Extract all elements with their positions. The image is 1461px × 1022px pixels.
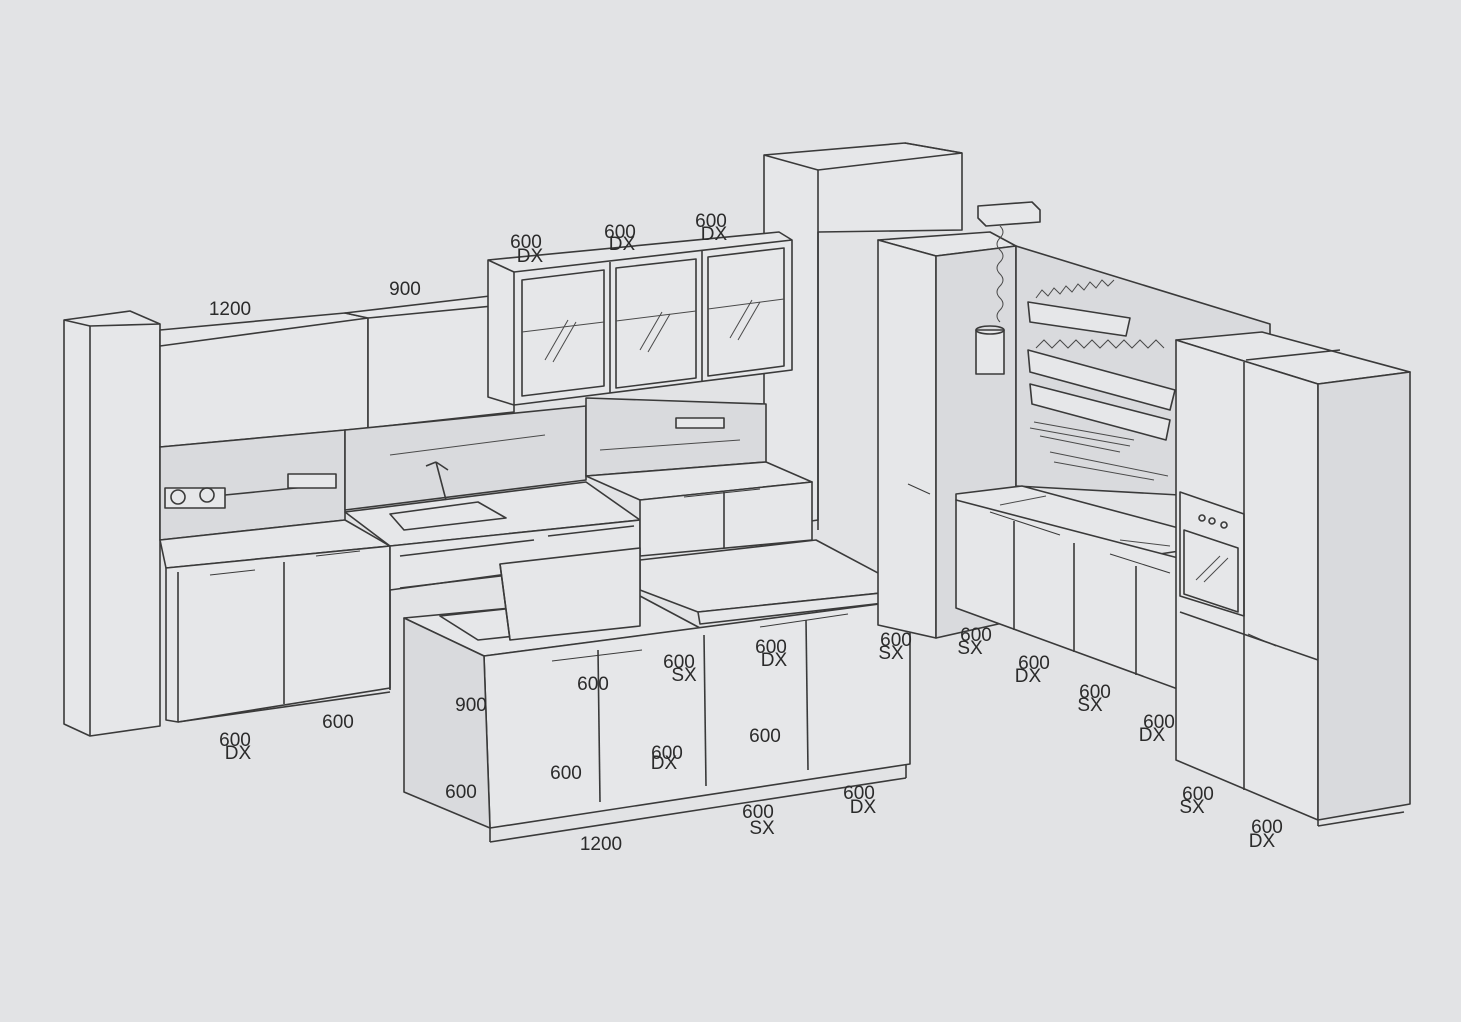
dim-island-bottom-a: 600 [742, 802, 774, 823]
dim-glass-3: 600 [695, 211, 727, 232]
side-counter [585, 461, 813, 557]
dim-right-base-b: 600 [1079, 682, 1111, 703]
dim-right-base-c-side: DX [1139, 725, 1166, 746]
dim-island-front-c: 600 [749, 726, 781, 747]
center-tall-column [763, 142, 963, 530]
dim-right-fridge-side: SX [957, 638, 983, 659]
dim-upper-1200: 1200 [209, 299, 251, 320]
dim-tall-a: 600 [1182, 784, 1214, 805]
dim-island-front-b-side: DX [651, 753, 678, 774]
left-base-cabinets [159, 519, 391, 723]
dim-base-left-a-side: DX [225, 743, 252, 764]
island [403, 539, 911, 843]
dim-island-height: 900 [455, 695, 487, 716]
dim-island-top-b-side: SX [671, 665, 697, 686]
upper-wall-cabinets [159, 295, 515, 448]
dim-island-front-a: 600 [550, 763, 582, 784]
dim-island-length: 1200 [580, 834, 622, 855]
sink-counter [344, 461, 641, 690]
dim-right-base-c: 600 [1143, 712, 1175, 733]
dim-base-left-a: 600 [219, 730, 251, 751]
dim-island-top-d-side: SX [878, 643, 904, 664]
dim-island-bottom-b-side: DX [850, 797, 877, 818]
dim-island-top-a: 600 [577, 674, 609, 695]
dim-island-side-depth: 600 [445, 782, 477, 803]
pendant-lamp [975, 201, 1041, 375]
dim-glass-1-side: DX [517, 246, 544, 267]
left-tall-cabinet [63, 310, 161, 737]
right-base-cabinets [955, 485, 1187, 693]
dim-island-top-b: 600 [663, 652, 695, 673]
dim-tall-b-side: DX [1249, 831, 1276, 852]
dim-island-bottom-a-side: SX [749, 818, 775, 839]
dim-upper-900: 900 [389, 279, 421, 300]
dim-island-bottom-b: 600 [843, 783, 875, 804]
dimension-labels: 1200 900 600 DX 600 DX 600 DX 600 DX 600… [209, 211, 1283, 855]
dim-glass-3-side: DX [701, 224, 728, 245]
dim-island-top-c: 600 [755, 637, 787, 658]
dim-island-top-d: 600 [880, 630, 912, 651]
dim-right-base-a: 600 [1018, 653, 1050, 674]
dim-right-base-a-side: DX [1015, 666, 1042, 687]
right-tall-cabinets [1175, 331, 1411, 827]
dim-tall-b: 600 [1251, 817, 1283, 838]
dim-glass-2: 600 [604, 222, 636, 243]
dim-right-base-b-side: SX [1077, 695, 1103, 716]
dim-island-front-b: 600 [651, 743, 683, 764]
dim-tall-a-side: SX [1179, 797, 1205, 818]
dim-glass-2-side: DX [609, 234, 636, 255]
dim-island-top-c-side: DX [761, 650, 788, 671]
dim-glass-1: 600 [510, 232, 542, 253]
glass-wall-cabinets [487, 231, 793, 406]
dim-base-left-b: 600 [322, 712, 354, 733]
dim-right-fridge: 600 [960, 625, 992, 646]
